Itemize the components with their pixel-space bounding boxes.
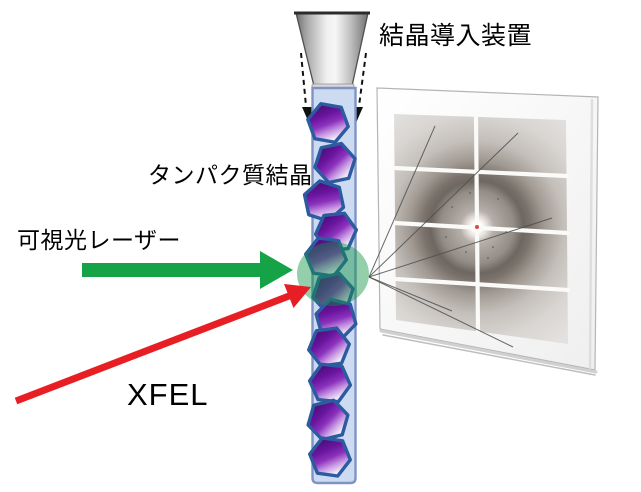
visible-laser-arrow [82,251,293,289]
xfel-label: XFEL [127,377,209,412]
flow-arrow-right-line [358,52,367,107]
protein-crystal [307,362,353,404]
detector-bottom-edge [382,334,596,376]
speckle-dot [492,246,494,248]
protein-crystal [313,141,357,185]
funnel-body [295,12,369,87]
injector-device-label: 結晶導入装置 [379,22,533,50]
scattered-xray-lines [368,125,553,348]
protein-crystal [306,398,350,442]
speckle-dot [451,206,453,208]
scatter-line [368,125,436,278]
speckle-dot [497,198,499,200]
crystal-stream [302,102,359,478]
scatter-line [368,276,514,348]
protein-crystal [307,436,353,478]
protein-crystal [306,326,352,368]
scatter-line [368,217,553,278]
flow-arrow-left-line [300,52,307,107]
speckle-dot [465,251,467,253]
protein-crystals-label: タンパク質結晶 [148,162,313,188]
detector-right-bevel [588,98,594,370]
xfel-arrow-shaft [14,292,291,405]
speckle-dot [487,257,489,259]
flow-arrow-left-head [302,107,314,123]
scatter-line [368,132,519,278]
speckle-dot [445,236,447,238]
injector-funnel [294,11,370,92]
detector-bottom-bevel [379,329,598,374]
xfel-arrow [14,284,311,405]
speckle-dot [469,192,471,194]
xfel-arrow-head [284,284,311,308]
scatter-line [368,276,453,312]
visible-laser-label: 可視光レーザー [17,227,182,253]
beam-center-dot [475,225,479,229]
diffraction-speckles [445,192,507,259]
detector-panel [376,87,599,376]
interaction-region [297,242,369,306]
protein-crystal [306,102,350,144]
